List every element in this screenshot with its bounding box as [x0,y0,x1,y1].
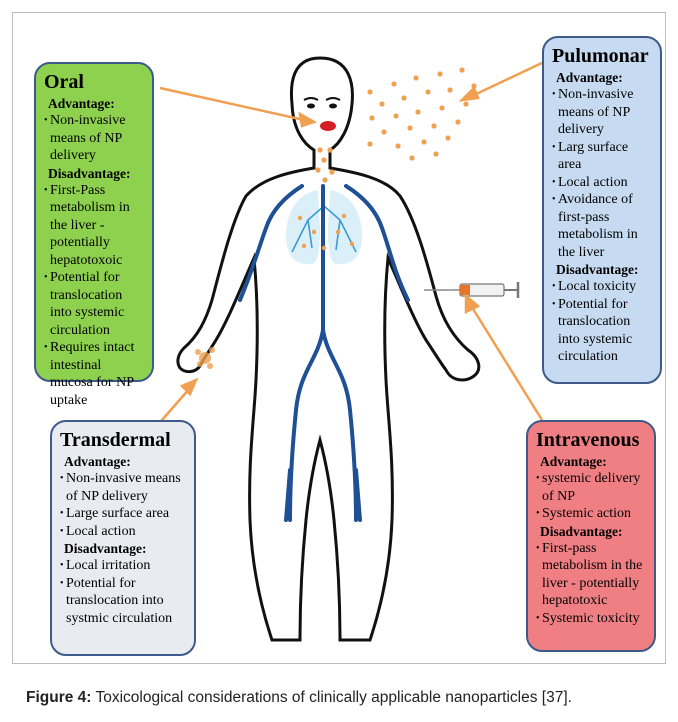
list-item: Systemic toxicity [536,610,646,628]
transdermal-disadvantage-label: Disadvantage: [64,540,186,557]
caption-text: Toxicological considerations of clinical… [91,689,572,706]
intravenous-title: Intravenous [536,428,646,452]
oral-disadvantage-list: First-Pass metabolism in the liver - pot… [44,182,144,410]
oral-disadvantage-label: Disadvantage: [48,165,144,182]
transdermal-advantage-list: Non-invasive means of NP delivery Large … [60,470,186,540]
transdermal-advantage-label: Advantage: [64,453,186,470]
list-item: systemic delivery of NP [536,470,646,505]
pulmonar-title: Pulumonar [552,44,652,68]
list-item: Larg surface area [552,139,652,174]
intravenous-disadvantage-label: Disadvantage: [540,523,646,540]
transdermal-box: Transdermal Advantage: Non-invasive mean… [50,420,196,656]
list-item: Potential for translocation into systemi… [552,296,652,366]
list-item: Local action [60,523,186,541]
list-item: Local action [552,174,652,192]
eye-right [329,104,337,109]
list-item: Local toxicity [552,278,652,296]
list-item: Avoidance of first-pass metabolism in th… [552,191,652,261]
caption-label: Figure 4: [26,689,91,706]
list-item: Large surface area [60,505,186,523]
list-item: Potential for translocation into systemi… [44,269,144,339]
pulmonar-disadvantage-list: Local toxicity Potential for translocati… [552,278,652,366]
intravenous-advantage-label: Advantage: [540,453,646,470]
oral-title: Oral [44,70,144,94]
intravenous-disadvantage-list: First-pass metabolism in the liver - pot… [536,540,646,628]
list-item: First-pass metabolism in the liver - pot… [536,540,646,610]
oral-advantage-label: Advantage: [48,95,144,112]
pulmonar-disadvantage-label: Disadvantage: [556,261,652,278]
list-item: Non-invasive means of NP delivery [44,112,144,165]
figure-caption: Figure 4: Toxicological considerations o… [26,689,676,707]
syringe-icon [424,282,518,298]
list-item: Non-invasive means of NP delivery [552,86,652,139]
oral-advantage-list: Non-invasive means of NP delivery [44,112,144,165]
intravenous-advantage-list: systemic delivery of NP Systemic action [536,470,646,523]
list-item: Requires intact intestinal mucosa for NP… [44,339,144,409]
list-item: Systemic action [536,505,646,523]
pulmonar-box: Pulumonar Advantage: Non-invasive means … [542,36,662,384]
pulmonar-advantage-list: Non-invasive means of NP delivery Larg s… [552,86,652,261]
eye-left [307,104,315,109]
mouth [320,121,336,131]
transdermal-title: Transdermal [60,428,186,452]
intravenous-box: Intravenous Advantage: systemic delivery… [526,420,656,652]
list-item: Potential for translocation into systmic… [60,575,186,628]
pulmonar-advantage-label: Advantage: [556,69,652,86]
transdermal-disadvantage-list: Local irritation Potential for transloca… [60,557,186,627]
list-item: First-Pass metabolism in the liver - pot… [44,182,144,270]
list-item: Non-invasive means of NP delivery [60,470,186,505]
list-item: Local irritation [60,557,186,575]
oral-box: Oral Advantage: Non-invasive means of NP… [34,62,154,382]
